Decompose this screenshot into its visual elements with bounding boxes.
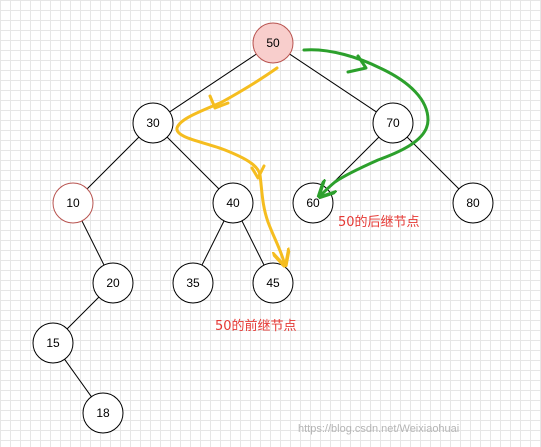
edge-n50-n30 xyxy=(169,53,257,113)
edge-n40-n45 xyxy=(241,220,265,266)
node-circle xyxy=(92,262,134,304)
node-circle xyxy=(52,182,94,224)
node-label: 80 xyxy=(466,196,480,210)
node-circle xyxy=(372,102,414,144)
predecessor-tick xyxy=(250,164,266,180)
tree-node-10: 10 xyxy=(52,182,94,224)
successor-annotation: 50的后继节点 xyxy=(338,214,420,230)
node-circle xyxy=(32,322,74,364)
node-circle xyxy=(172,262,214,304)
node-label: 18 xyxy=(96,406,110,420)
edge-n40-n35 xyxy=(201,220,225,266)
edge-n15-n18 xyxy=(64,358,92,398)
tree-nodes: 50 30 70 10 40 60 80 20 35 45 15 18 xyxy=(32,22,494,434)
tree-node-18: 18 xyxy=(82,392,124,434)
edge-n20-n15 xyxy=(66,296,100,330)
node-circle xyxy=(212,182,254,224)
tree-node-80: 80 xyxy=(452,182,494,224)
node-circle xyxy=(132,102,174,144)
tree-node-15: 15 xyxy=(32,322,74,364)
tree-node-40: 40 xyxy=(212,182,254,224)
node-label: 15 xyxy=(46,336,60,350)
node-label: 60 xyxy=(306,196,320,210)
tree-edges xyxy=(64,53,460,398)
node-circle xyxy=(252,22,294,64)
predecessor-hook xyxy=(208,94,230,110)
tree-node-35: 35 xyxy=(172,262,214,304)
successor-path-arrow xyxy=(302,48,430,194)
tree-node-30: 30 xyxy=(132,102,174,144)
node-label: 10 xyxy=(66,196,80,210)
tree-node-50: 50 xyxy=(252,22,294,64)
node-label: 30 xyxy=(146,116,160,130)
edge-n10-n20 xyxy=(81,220,105,266)
node-circle xyxy=(82,392,124,434)
tree-node-70: 70 xyxy=(372,102,414,144)
edge-n30-n10 xyxy=(86,136,140,190)
node-label: 20 xyxy=(106,276,120,290)
node-label: 35 xyxy=(186,276,200,290)
predecessor-path-arrow xyxy=(175,66,284,262)
edge-n50-n70 xyxy=(289,53,377,113)
node-label: 45 xyxy=(266,276,280,290)
node-label: 70 xyxy=(386,116,400,130)
tree-node-45: 45 xyxy=(252,262,294,304)
edge-n30-n40 xyxy=(166,136,220,190)
edge-n70-n80 xyxy=(406,136,460,190)
tree-node-20: 20 xyxy=(92,262,134,304)
watermark: https://blog.csdn.net/Weixiaohuai xyxy=(298,423,459,435)
predecessor-annotation: 50的前继节点 xyxy=(215,318,297,334)
node-label: 50 xyxy=(266,36,280,50)
successor-chevron xyxy=(346,54,368,74)
node-circle xyxy=(452,182,494,224)
node-label: 40 xyxy=(226,196,240,210)
